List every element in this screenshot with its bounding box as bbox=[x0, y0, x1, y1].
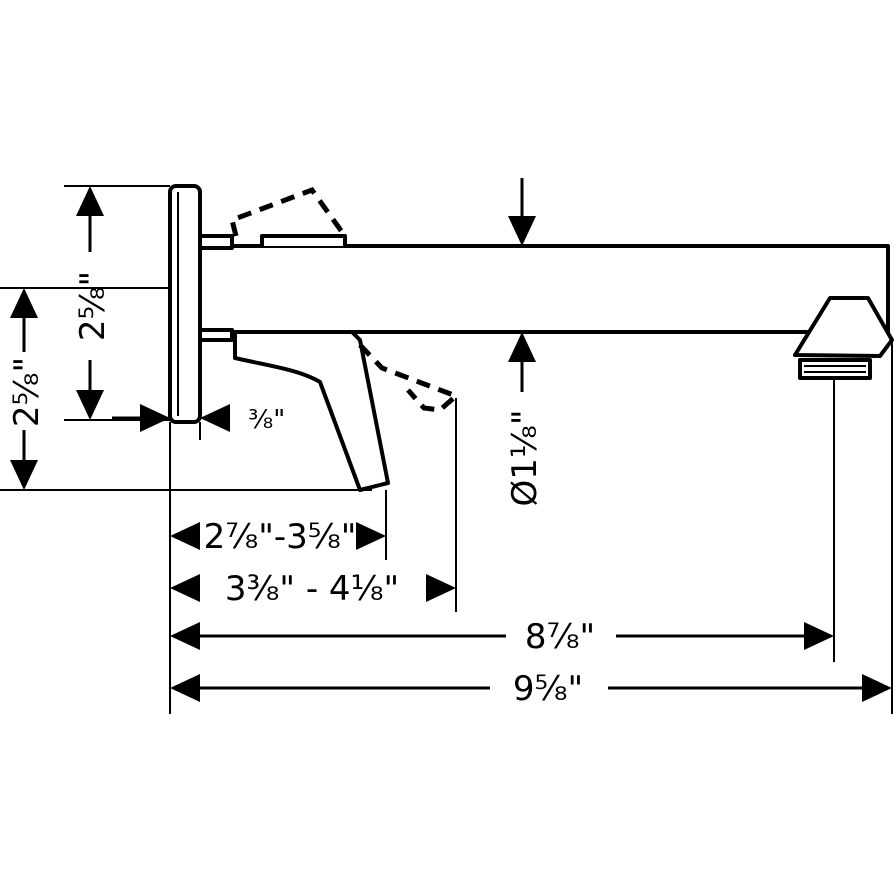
wall-plate bbox=[168, 184, 202, 424]
dim-spout-outlet-reach: 8⁷⁄₈" bbox=[170, 617, 834, 657]
label-handle-reach-short: 2⁷⁄₈"-3⁵⁄₈" bbox=[204, 517, 357, 557]
dim-plate-thickness: ³⁄₈" bbox=[112, 404, 285, 435]
handle-base bbox=[260, 234, 347, 246]
dim-overall-length: 9⁵⁄₈" bbox=[170, 669, 892, 709]
handle-alt-up bbox=[229, 186, 345, 237]
spout-tube bbox=[198, 244, 890, 334]
dim-handle-reach-long: 3³⁄₈" - 4¹⁄₈" bbox=[170, 569, 456, 609]
label-overall-length: 9⁵⁄₈" bbox=[513, 669, 583, 709]
spout-aerator bbox=[793, 296, 894, 358]
label-handle-reach-long: 3³⁄₈" - 4¹⁄₈" bbox=[225, 569, 399, 609]
dim-spout-diameter: Ø1¹⁄₈" bbox=[505, 178, 545, 506]
faucet-geometry bbox=[168, 184, 894, 492]
label-outer-height: 2⁵⁄₈" bbox=[7, 357, 47, 427]
dim-outer-height: 2⁵⁄₈" bbox=[7, 288, 47, 490]
label-plate-thickness: ³⁄₈" bbox=[248, 405, 285, 435]
label-plate-height: 2⁵⁄₈" bbox=[73, 271, 113, 341]
dim-handle-reach-short: 2⁷⁄₈"-3⁵⁄₈" bbox=[170, 517, 386, 557]
label-spout-outlet-reach: 8⁷⁄₈" bbox=[525, 617, 595, 657]
label-spout-diameter: Ø1¹⁄₈" bbox=[505, 410, 545, 507]
handle-alt-down bbox=[358, 343, 461, 413]
handle-lever bbox=[233, 330, 390, 492]
dim-plate-height: 2⁵⁄₈" bbox=[73, 186, 113, 420]
